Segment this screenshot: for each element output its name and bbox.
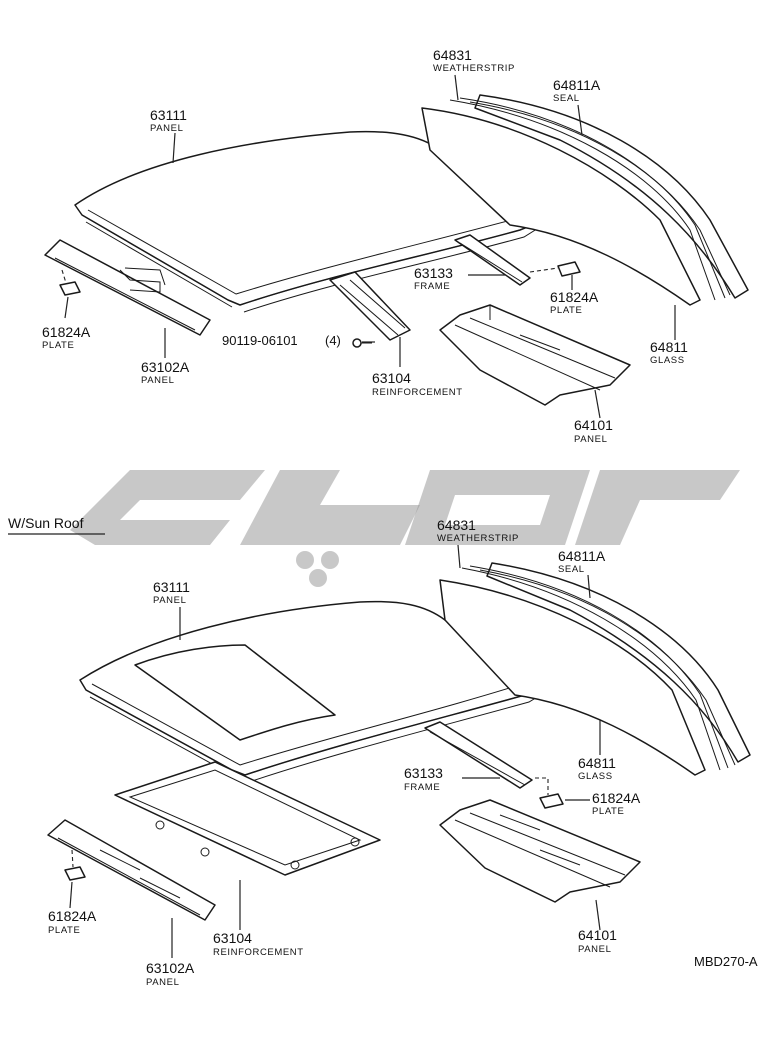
watermark-logo: [70, 470, 740, 587]
rear-frame-63133-bottom: [424, 721, 533, 789]
plate-61824A-left-bottom: [64, 866, 86, 881]
reinforcement-63104-bottom: [114, 761, 381, 876]
plate-61824A-right-bottom: [539, 793, 564, 809]
part-number-63133-top: 63133: [414, 265, 453, 281]
part-name-64811-bottom: GLASS: [578, 771, 613, 782]
rear-glass-64811-bottom: [439, 579, 706, 776]
part-number-64811A-top: 64811A: [553, 77, 601, 93]
part-number-64811A-bottom: 64811A: [558, 548, 606, 564]
plate-61824A-right-top: [557, 261, 581, 277]
section-header-sun-roof: W/Sun Roof: [8, 515, 84, 531]
bottom-diagram: 64831 WEATHERSTRIP 64811A SEAL 63111 PAN…: [47, 517, 751, 988]
part-name-63102A-bottom: PANEL: [146, 977, 179, 988]
rear-panel-64101-top: [439, 304, 631, 406]
seal-64811A-bottom: [461, 562, 751, 771]
part-number-61824A-left-top: 61824A: [42, 324, 91, 340]
part-name-61824A-right-top: PLATE: [550, 305, 582, 316]
part-name-63104-bottom: REINFORCEMENT: [213, 947, 304, 958]
roof-panel-63111-top: [74, 130, 549, 313]
part-number-63104-bottom: 63104: [213, 930, 252, 946]
part-number-64101-bottom: 64101: [578, 927, 617, 943]
part-number-90119-06101: 90119-06101: [222, 333, 298, 348]
part-number-61824A-right-top: 61824A: [550, 289, 599, 305]
part-number-63104-top: 63104: [372, 370, 411, 386]
rear-panel-64101-bottom: [439, 799, 641, 903]
part-name-64831-bottom: WEATHERSTRIP: [437, 533, 519, 544]
part-name-61824A-left-top: PLATE: [42, 340, 74, 351]
sunroof-opening: [134, 644, 336, 741]
part-name-64101-top: PANEL: [574, 434, 607, 445]
part-number-64831-top: 64831: [433, 47, 472, 63]
part-name-63133-top: FRAME: [414, 281, 450, 292]
part-number-64811-bottom: 64811: [578, 755, 616, 771]
front-header-panel-63102A-bottom: [47, 819, 216, 921]
rear-glass-64811-top: [421, 107, 701, 306]
front-header-panel-63102A-top: [44, 239, 211, 336]
part-number-64831-bottom: 64831: [437, 517, 476, 533]
part-number-61824A-right-bottom: 61824A: [592, 790, 641, 806]
part-name-64811-top: GLASS: [650, 355, 685, 366]
part-number-63102A-bottom: 63102A: [146, 960, 195, 976]
part-name-63111-bottom: PANEL: [153, 595, 186, 606]
roof-panel-63111-bottom: [79, 600, 553, 783]
part-name-61824A-left-bottom: PLATE: [48, 925, 80, 936]
bolt-90119-06101-icon: [352, 338, 372, 348]
part-name-64831-top: WEATHERSTRIP: [433, 63, 515, 74]
part-name-64811A-top: SEAL: [553, 93, 580, 104]
rear-frame-63133-top: [454, 234, 531, 286]
part-name-61824A-right-bottom: PLATE: [592, 806, 624, 817]
part-number-64101-top: 64101: [574, 417, 613, 433]
part-name-64101-bottom: PANEL: [578, 944, 611, 955]
part-number-61824A-left-bottom: 61824A: [48, 908, 97, 924]
plate-61824A-left-top: [59, 281, 81, 296]
part-name-63133-bottom: FRAME: [404, 782, 440, 793]
part-qty-90119-06101: (4): [325, 333, 341, 348]
part-name-64811A-bottom: SEAL: [558, 564, 585, 575]
part-number-64811-top: 64811: [650, 339, 688, 355]
seal-64811A-top: [449, 94, 749, 301]
part-number-63133-bottom: 63133: [404, 765, 443, 781]
figure-code: MBD270-A: [694, 954, 758, 969]
part-number-63111-bottom: 63111: [153, 579, 190, 595]
top-diagram: 64831 WEATHERSTRIP 64811A SEAL 63111 PAN…: [42, 47, 749, 445]
part-number-63111-top: 63111: [150, 107, 187, 123]
part-name-63104-top: REINFORCEMENT: [372, 387, 463, 398]
part-number-63102A-top: 63102A: [141, 359, 190, 375]
part-name-63111-top: PANEL: [150, 123, 183, 134]
reinforcement-63104-top: [329, 271, 411, 341]
part-name-63102A-top: PANEL: [141, 375, 174, 386]
